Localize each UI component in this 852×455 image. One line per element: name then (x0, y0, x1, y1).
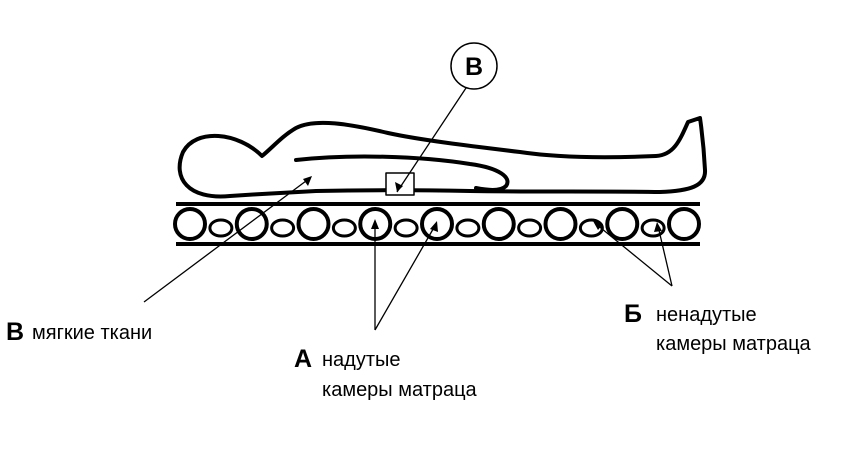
label-inflated: А надутые камеры матраца (294, 345, 478, 401)
arrowhead-inflated-1 (371, 219, 379, 229)
body-arm (294, 154, 510, 192)
leader-callout (396, 87, 467, 193)
callout-circle (450, 42, 498, 90)
arrowhead-deflated-2 (654, 222, 662, 232)
deflated-chamber (393, 218, 419, 238)
label-deflated-line2: камеры матраца (656, 333, 812, 355)
leader-inflated-2 (374, 223, 437, 331)
deflated-chamber (270, 218, 296, 238)
body-outline (177, 116, 707, 199)
inflated-chamber (605, 207, 640, 241)
label-soft-tissue: В мягкие ткани (6, 318, 152, 346)
callout-letter: B (465, 53, 483, 81)
deflated-chamber (331, 218, 357, 238)
arrowhead-deflated-1 (593, 221, 603, 230)
leader-soft-tissue (143, 177, 311, 303)
label-deflated-line1: ненадутые (656, 304, 757, 326)
label-soft-tissue-key: В (6, 318, 24, 346)
leader-deflated-2 (657, 225, 673, 287)
label-inflated-line1: надутые (322, 349, 401, 371)
deflated-chamber (640, 218, 666, 238)
label-deflated: Б ненадутые камеры матраца (624, 300, 812, 355)
arrowhead-inflated-2 (430, 221, 438, 232)
deflated-chamber (208, 218, 234, 238)
inflated-chamber (667, 207, 701, 241)
mattress (173, 202, 701, 246)
patient-body (177, 116, 707, 199)
inflated-chamber (173, 207, 207, 241)
callout-badge: B (450, 42, 498, 90)
inflated-chamber (481, 207, 516, 241)
label-soft-tissue-text: мягкие ткани (32, 322, 152, 344)
deflated-chamber (517, 218, 543, 238)
inflated-chamber (543, 207, 578, 241)
label-inflated-key: А (294, 345, 312, 373)
leader-deflated-1 (595, 223, 673, 287)
inflated-chamber (296, 207, 331, 241)
deflated-chamber (455, 218, 481, 238)
label-inflated-line2: камеры матраца (322, 379, 478, 401)
pressure-point-box (385, 172, 415, 196)
arrowhead-soft-tissue (303, 176, 312, 186)
leader-lines (143, 87, 673, 331)
label-deflated-key: Б (624, 300, 642, 328)
arrowhead-callout (395, 182, 403, 192)
